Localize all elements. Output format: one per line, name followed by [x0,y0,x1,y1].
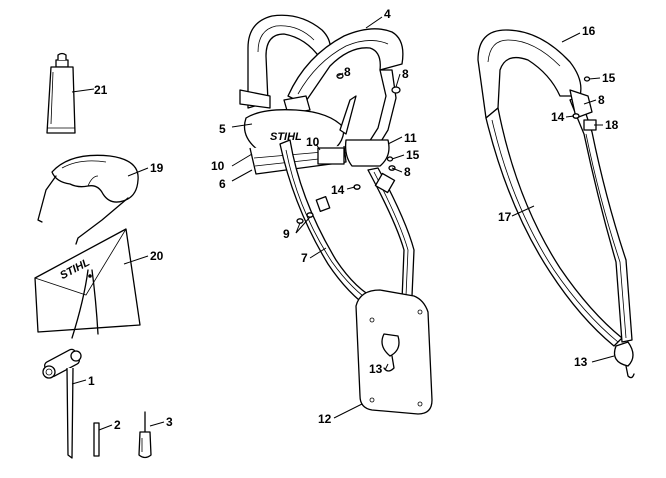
locking-pin [93,422,100,457]
callout-12: 12 [318,412,332,426]
callout-8-a: 8 [344,65,351,79]
callout-21: 21 [94,83,108,97]
grease-tube [46,52,76,134]
safety-glasses [37,154,139,245]
screwdriver [138,411,152,459]
callout-7: 7 [301,251,308,265]
callout-8-d: 8 [598,93,605,107]
callout-16: 16 [582,24,596,38]
callout-labels: 21 19 20 1 2 3 4 8 8 5 10 11 15 10 8 6 1… [88,7,619,432]
callout-10-b: 10 [306,135,320,149]
callout-8-c: 8 [404,165,411,179]
callout-1: 1 [88,374,95,388]
callout-14-b: 14 [551,110,565,124]
callout-20: 20 [150,249,164,263]
callout-18: 18 [605,118,619,132]
callout-10-a: 10 [211,159,225,173]
leader-lines [71,16,615,431]
callout-15-a: 15 [406,148,420,162]
callout-11: 11 [404,131,417,145]
callout-2: 2 [114,418,121,432]
shoulder-strap [477,29,635,379]
callout-6: 6 [219,177,226,191]
callout-19: 19 [150,161,164,175]
tool-pouch: STIHL [34,228,141,339]
combination-wrench [42,348,82,459]
callout-4: 4 [384,7,391,21]
callout-17: 17 [498,210,512,224]
full-harness: STIHL [239,14,433,415]
callout-15-b: 15 [602,71,616,85]
callout-8-b: 8 [402,67,409,81]
harness-brand-label: STIHL [270,131,302,143]
callout-14-a: 14 [331,183,345,197]
callout-5: 5 [219,122,226,136]
callout-9: 9 [283,227,290,241]
callout-13-b: 13 [574,355,588,369]
callout-13-a: 13 [369,362,383,376]
callout-3: 3 [166,415,173,429]
